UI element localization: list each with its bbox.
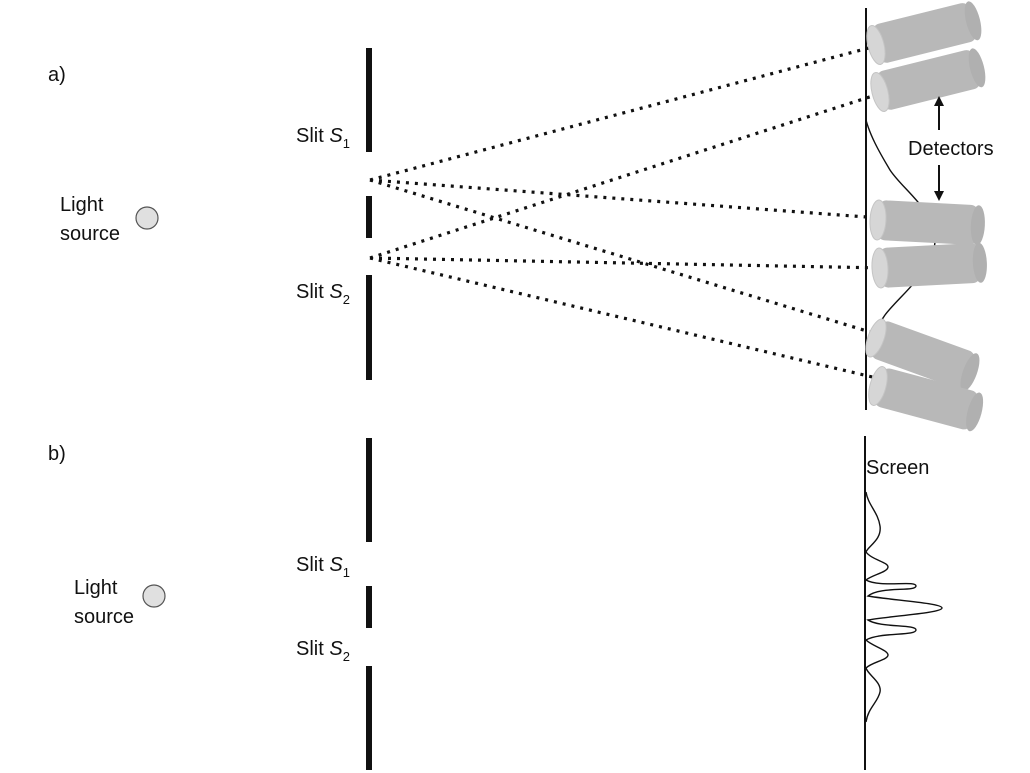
- panel-b: b) Light source Slit S1 Slit S2 Screen: [48, 436, 943, 770]
- light-source-b-label-line2: source: [74, 606, 134, 628]
- screen-label: Screen: [866, 457, 929, 479]
- panel-b-label: b): [48, 443, 66, 465]
- light-source-b: [142, 584, 166, 608]
- detector-1: [866, 1, 982, 66]
- slit-s2-label-a: Slit S2: [296, 281, 350, 307]
- light-source-a-label-line1: Light: [60, 194, 104, 216]
- slit-s1-label-b: Slit S1: [296, 554, 350, 580]
- detector-2: [870, 48, 986, 113]
- detector-4: [871, 242, 987, 289]
- detector-3: [869, 199, 985, 246]
- light-source-a-label-line2: source: [60, 223, 120, 245]
- interference-pattern-curve: [864, 491, 943, 723]
- detectors-a: [865, 1, 987, 432]
- paths-from-slit-s1: [369, 43, 881, 337]
- light-source-b-label-line1: Light: [74, 577, 118, 599]
- slit-s2-label-b: Slit S2: [296, 638, 350, 664]
- panel-a-label: a): [48, 64, 66, 86]
- detector-5: [865, 318, 980, 392]
- slit-barrier-b: [366, 438, 372, 770]
- detector-6: [868, 366, 984, 432]
- slit-s1-label-a: Slit S1: [296, 125, 350, 151]
- light-source-a: [135, 206, 159, 230]
- slit-barrier-a: [366, 48, 372, 380]
- panel-a: a) Light source Slit S1 Slit S2: [48, 1, 994, 432]
- paths-from-slit-s2: [369, 90, 886, 382]
- detectors-label: Detectors: [908, 138, 994, 160]
